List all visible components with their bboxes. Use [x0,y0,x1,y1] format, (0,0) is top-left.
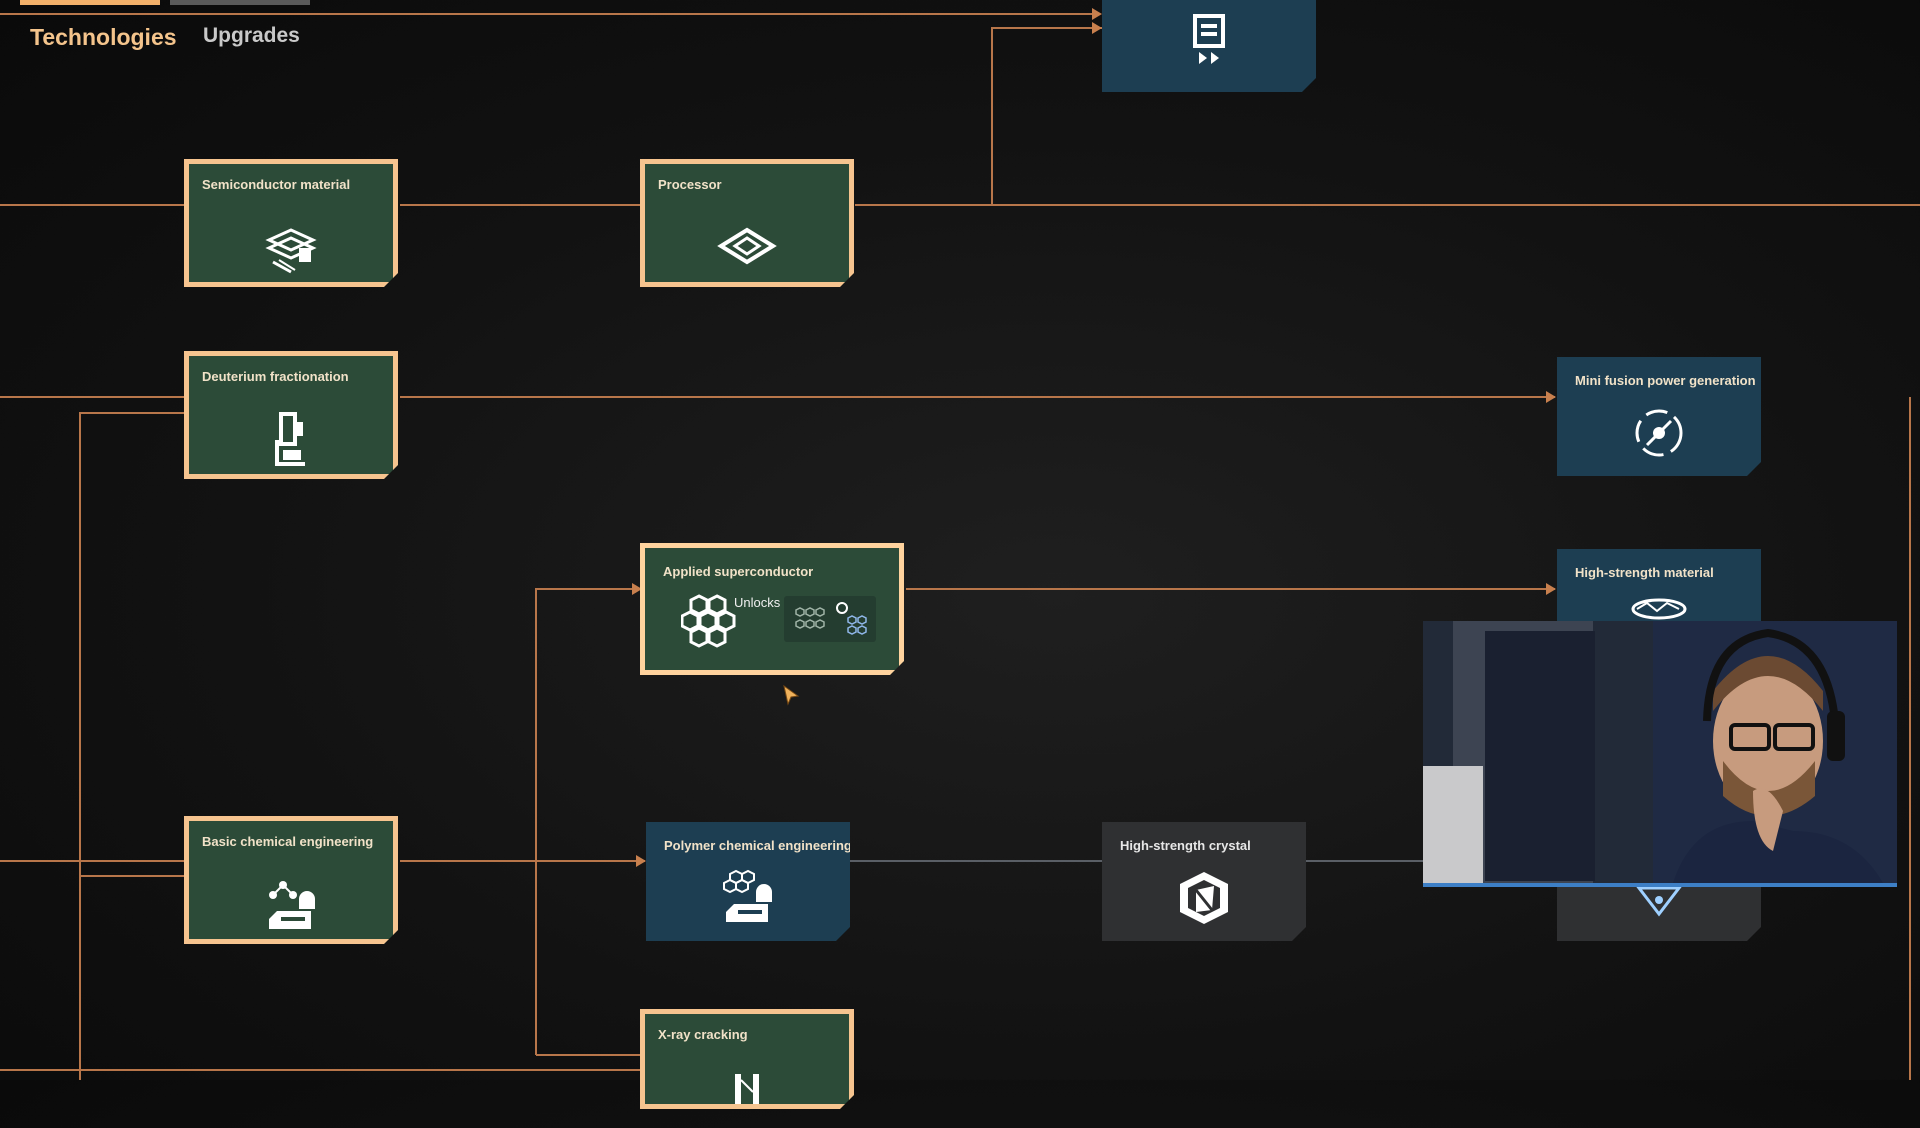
crystal-cube-icon [1174,868,1234,928]
tab-upgrades[interactable]: Upgrades [203,24,300,47]
webcam-feed-overlay [1423,621,1897,887]
node-title: Processor [658,177,722,192]
conveyor-machine-icon [1179,10,1239,70]
cracking-tower-icon [717,1068,777,1128]
node-title: Polymer chemical engineering [664,838,852,853]
node-title: X-ray cracking [658,1027,748,1042]
tech-node-processor[interactable]: Processor [640,159,854,287]
tech-node-semiconductor-material[interactable]: Semiconductor material [184,159,398,287]
node-title: High-strength crystal [1120,838,1251,853]
webcam-feed-icon [1423,621,1897,883]
node-title: High-strength material [1575,565,1714,580]
wafer-stack-icon [261,218,321,278]
tab-indicator-active [20,0,160,5]
edge-mid-trunk [535,588,641,1055]
tab-technologies[interactable]: Technologies [30,24,177,50]
arrow-fusion [1546,391,1556,403]
fusion-atom-icon [1629,403,1689,463]
node-title: Deuterium fractionation [202,369,349,384]
tech-tree-connections [0,8,1920,1080]
superconductor-building-icon[interactable] [834,600,872,638]
arrow-material [1546,583,1556,595]
arrow-top-node-2 [1092,8,1102,20]
hexagon-lattice-icon [681,592,737,648]
tab-indicator-inactive [170,0,310,5]
unlocks-items-box [784,596,876,642]
tech-node-high-strength-crystal[interactable]: High-strength crystal [1102,822,1306,941]
tech-node-polymer-chemical-engineering[interactable]: Polymer chemical engineering [646,822,850,941]
mouse-cursor-icon [783,684,800,706]
material-mesh-icon [1629,595,1689,655]
superconductor-item-icon[interactable] [790,604,826,634]
tech-node-deuterium-fractionation[interactable]: Deuterium fractionation [184,351,398,479]
node-title: Basic chemical engineering [202,834,374,849]
tech-node-mini-fusion-power-generation[interactable]: Mini fusion power generation [1557,357,1761,476]
processor-chip-icon [717,218,777,278]
network-node-icon [1635,884,1683,918]
edge-left-trunk [79,412,185,1080]
arrow-top-node [1092,22,1102,34]
tech-node-x-ray-cracking[interactable]: X-ray cracking [640,1009,854,1109]
arrow-superconductor [632,583,642,595]
polymer-plant-icon [718,868,778,928]
tech-node-top[interactable] [1102,0,1316,92]
fractionator-icon [261,410,321,470]
chemical-plant-icon [261,875,321,935]
node-title: Mini fusion power generation [1575,373,1756,388]
unlocks-label: Unlocks [734,595,781,610]
tech-node-applied-superconductor[interactable]: Applied superconductor Unlocks [640,543,904,675]
node-title: Semiconductor material [202,177,351,192]
tech-node-basic-chemical-engineering[interactable]: Basic chemical engineering [184,816,398,944]
arrow-polymer [636,855,646,867]
node-title: Applied superconductor [663,564,814,579]
edge-processor-top-node [991,27,1102,205]
